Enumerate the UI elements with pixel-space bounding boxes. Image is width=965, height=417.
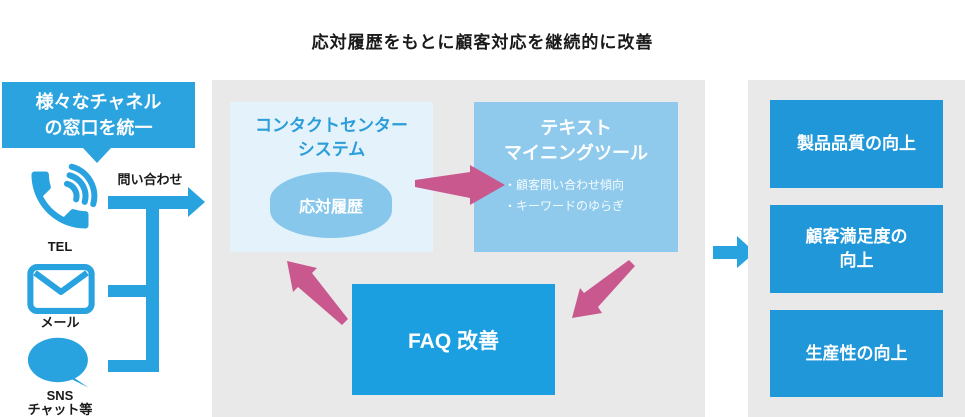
faq-improvement-box: FAQ 改善 xyxy=(352,284,555,395)
channel-header-callout: 様々なチャネル の窓口を統一 xyxy=(2,82,195,148)
sns-label-line1: SNS xyxy=(46,388,74,403)
contact-center-title: コンタクトセンター システム xyxy=(230,102,433,162)
bullet-item: ・キーワードのゆらぎ xyxy=(504,199,625,213)
text-mining-title-line1: テキスト xyxy=(540,118,612,138)
merge-arrow-trunk xyxy=(146,196,159,372)
contact-center-title-line2: システム xyxy=(297,140,366,159)
merge-arrow-head xyxy=(188,187,205,217)
outcome-box-customer-satisfaction: 顧客満足度の 向上 xyxy=(770,205,943,293)
merge-arrow-sns-branch xyxy=(108,360,159,372)
down-triangle-icon xyxy=(83,148,111,163)
outcome-box-product-quality: 製品品質の向上 xyxy=(770,100,943,188)
outcome-box-productivity: 生産性の向上 xyxy=(770,310,943,397)
chat-bubble-icon xyxy=(24,336,96,390)
phone-icon xyxy=(22,162,98,238)
cycle-arrow-right-icon xyxy=(415,165,505,205)
outcome-label: 生産性の向上 xyxy=(805,343,908,363)
faq-label: FAQ 改善 xyxy=(407,329,499,353)
cycle-arrow-upleft-icon xyxy=(287,261,348,325)
contact-center-system-box: コンタクトセンター システム 応対履歴 xyxy=(230,102,433,252)
sns-label: SNS チャット等 xyxy=(22,389,98,417)
outcome-label: 顧客満足度の xyxy=(805,227,908,246)
merge-arrow-mail-branch xyxy=(108,285,146,297)
cycle-arrow-downleft-icon xyxy=(572,260,635,318)
inquiry-label: 問い合わせ xyxy=(117,172,183,187)
flow-arrow-right-icon xyxy=(713,236,755,268)
sns-label-line2: チャット等 xyxy=(27,402,93,417)
outcome-label-line2: 向上 xyxy=(839,251,874,270)
text-mining-title: テキスト マイニングツール xyxy=(474,102,678,166)
channel-header-line2: の窓口を統一 xyxy=(44,118,153,138)
response-history-label: 応対履歴 xyxy=(298,199,363,216)
channel-header-line1: 様々なチャネル xyxy=(35,92,162,112)
page-title: 応対履歴をもとに顧客対応を継続的に改善 xyxy=(311,33,654,52)
mail-icon xyxy=(26,263,96,315)
contact-center-title-line1: コンタクトセンター xyxy=(255,116,408,135)
text-mining-tool-box: テキスト マイニングツール ・顧客問い合わせ傾向 ・キーワードのゆらぎ xyxy=(474,102,678,252)
text-mining-title-line2: マイニングツール xyxy=(504,143,648,163)
tel-label: TEL xyxy=(47,239,73,254)
response-history-database: 応対履歴 xyxy=(270,172,392,238)
text-mining-bullets: ・顧客問い合わせ傾向 ・キーワードのゆらぎ xyxy=(474,175,678,217)
mail-label: メール xyxy=(40,315,80,330)
cycle-arrows xyxy=(287,165,635,325)
bullet-item: ・顧客問い合わせ傾向 xyxy=(504,178,625,192)
outcome-label: 製品品質の向上 xyxy=(797,134,916,153)
